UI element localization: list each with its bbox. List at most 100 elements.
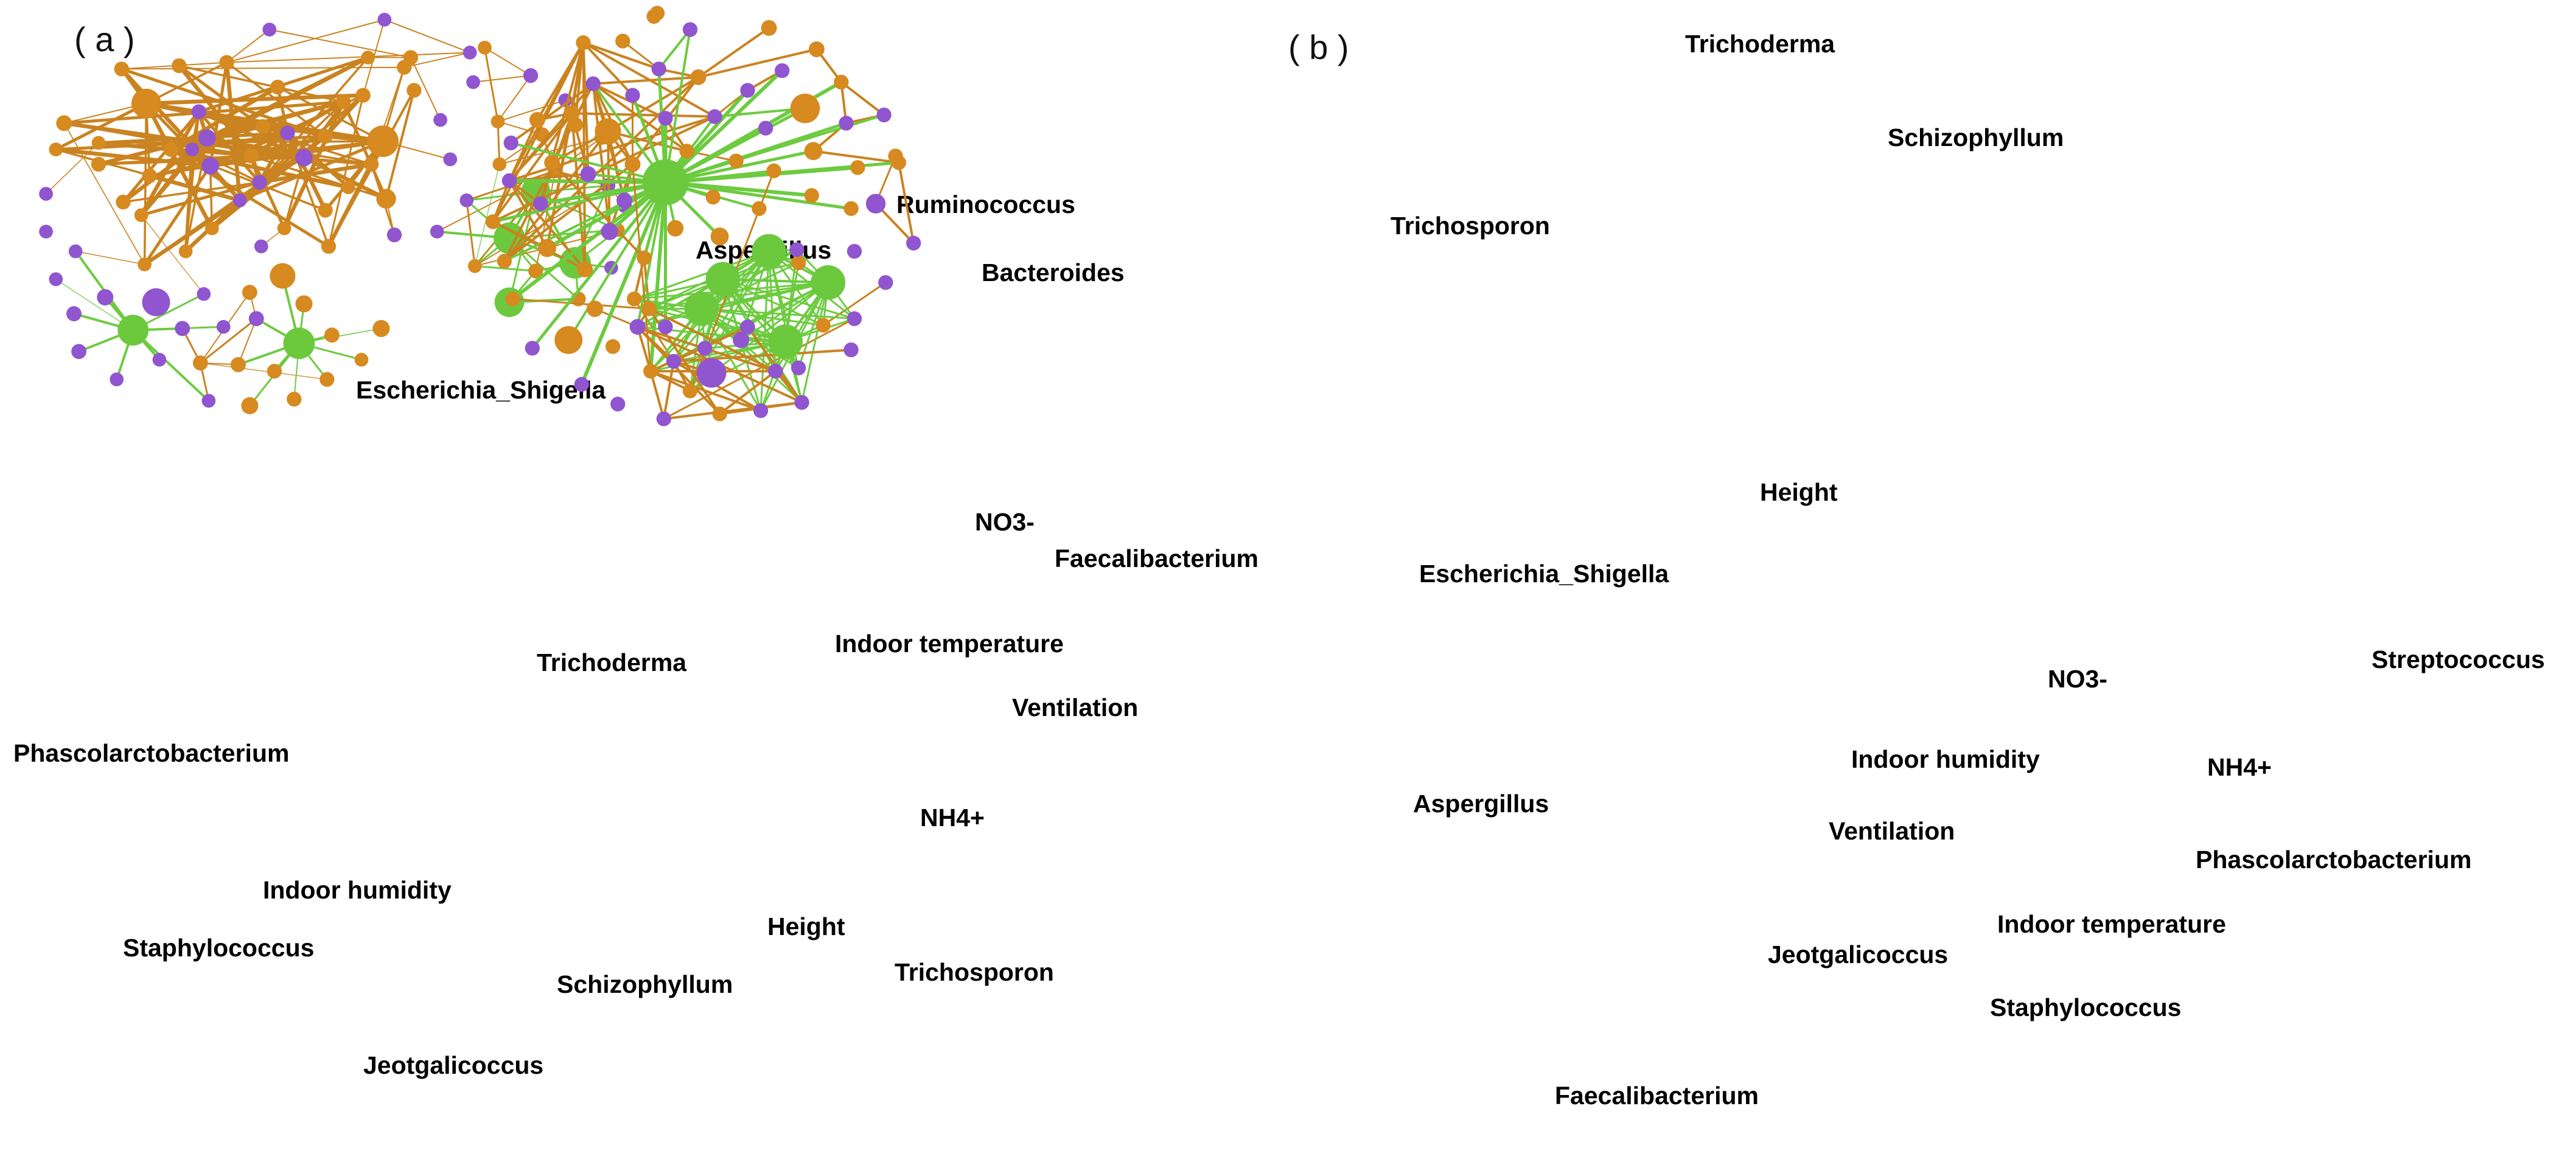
node-b50: [586, 301, 603, 318]
edge: [579, 180, 668, 386]
edge: [139, 109, 201, 217]
node-h4: [267, 364, 282, 379]
edge: [120, 66, 405, 70]
node-VE2: [684, 291, 719, 326]
node-b58: [627, 291, 642, 307]
node-b45: [538, 238, 556, 257]
edge: [657, 28, 691, 71]
node-a13: [198, 129, 216, 147]
edge: [607, 75, 700, 133]
edge: [503, 181, 667, 263]
label-ruminococcus-a: Ruminococcus: [896, 190, 1075, 218]
node-a12: [355, 88, 371, 103]
node-r15: [467, 259, 482, 273]
node-a19: [91, 136, 106, 150]
node-b28: [766, 163, 781, 178]
node-HE2: [642, 159, 689, 206]
edge: [385, 89, 416, 200]
label-staphylococcus-a: Staphylococcus: [123, 934, 314, 962]
edge: [491, 181, 667, 223]
edge: [508, 119, 539, 182]
edge: [268, 29, 411, 58]
edge: [403, 52, 471, 68]
edge: [663, 69, 784, 184]
node-IT2: [768, 324, 803, 359]
edge: [484, 47, 532, 77]
node-a33: [232, 193, 247, 207]
node-a26: [91, 156, 106, 172]
edge: [327, 94, 365, 248]
edge: [801, 281, 829, 403]
node-b2: [761, 19, 777, 36]
edge: [237, 318, 257, 366]
label-ventilation-b: Ventilation: [1829, 817, 1955, 845]
edge: [812, 150, 900, 164]
node-b34: [705, 189, 721, 205]
edge: [503, 75, 700, 263]
node-a43: [178, 244, 193, 259]
node-a21: [49, 142, 63, 157]
node-b12: [707, 109, 722, 124]
node-a6: [270, 79, 285, 95]
node-b80: [697, 341, 713, 356]
node-b22: [876, 107, 892, 123]
edge: [607, 130, 688, 153]
edge: [121, 147, 195, 204]
node-t2: [649, 5, 665, 21]
edge: [509, 141, 667, 184]
node-b40: [616, 192, 632, 209]
node-b68: [753, 403, 769, 419]
node-b61: [696, 358, 727, 388]
label-streptococcus-b: Streptococcus: [2372, 645, 2545, 673]
edge: [697, 26, 770, 78]
node-b59: [733, 332, 750, 349]
edge: [410, 57, 441, 121]
panel-b-edges: [491, 26, 915, 420]
edge: [664, 181, 853, 210]
node-b52: [605, 339, 621, 354]
edge: [551, 161, 646, 259]
node-a45: [68, 244, 83, 259]
edge: [570, 112, 716, 118]
edge: [632, 163, 652, 372]
node-b33: [624, 156, 641, 172]
edge: [122, 110, 201, 204]
edge: [257, 162, 374, 184]
node-b27: [850, 160, 865, 175]
node-b64: [843, 342, 859, 358]
label-trichoderma-b: Trichoderma: [1685, 30, 1835, 58]
edge: [592, 82, 611, 233]
node-b73: [878, 275, 893, 290]
label-no3-b: NO3-: [2048, 665, 2107, 693]
node-b23: [839, 116, 854, 131]
node-a30: [252, 175, 267, 190]
node-b48: [577, 261, 593, 277]
edge: [200, 363, 327, 380]
edge: [473, 265, 537, 272]
node-b14: [658, 111, 673, 126]
label-indoor-humidity-b: Indoor humidity: [1851, 745, 2040, 773]
node-b26: [804, 142, 823, 161]
edge: [492, 41, 585, 223]
node-b16: [503, 135, 518, 151]
node-b67: [712, 406, 727, 422]
edge: [226, 19, 385, 63]
label-trichosporon-b: Trichosporon: [1391, 212, 1550, 240]
edge: [722, 278, 829, 284]
node-b70: [656, 411, 671, 426]
node-IH: [117, 315, 149, 346]
label-aspergillus-b: Aspergillus: [1413, 790, 1549, 818]
edge: [250, 155, 286, 230]
node-b78: [846, 243, 862, 259]
edge: [697, 48, 818, 78]
node-b20: [758, 120, 773, 136]
edge: [145, 61, 228, 105]
node-a46: [138, 257, 152, 272]
node-r11: [459, 193, 474, 207]
node-b75: [888, 148, 903, 164]
edge: [662, 401, 803, 420]
node-h7: [241, 397, 259, 414]
edge: [663, 318, 856, 420]
node-HE: [283, 327, 315, 360]
node-b62: [768, 364, 783, 379]
